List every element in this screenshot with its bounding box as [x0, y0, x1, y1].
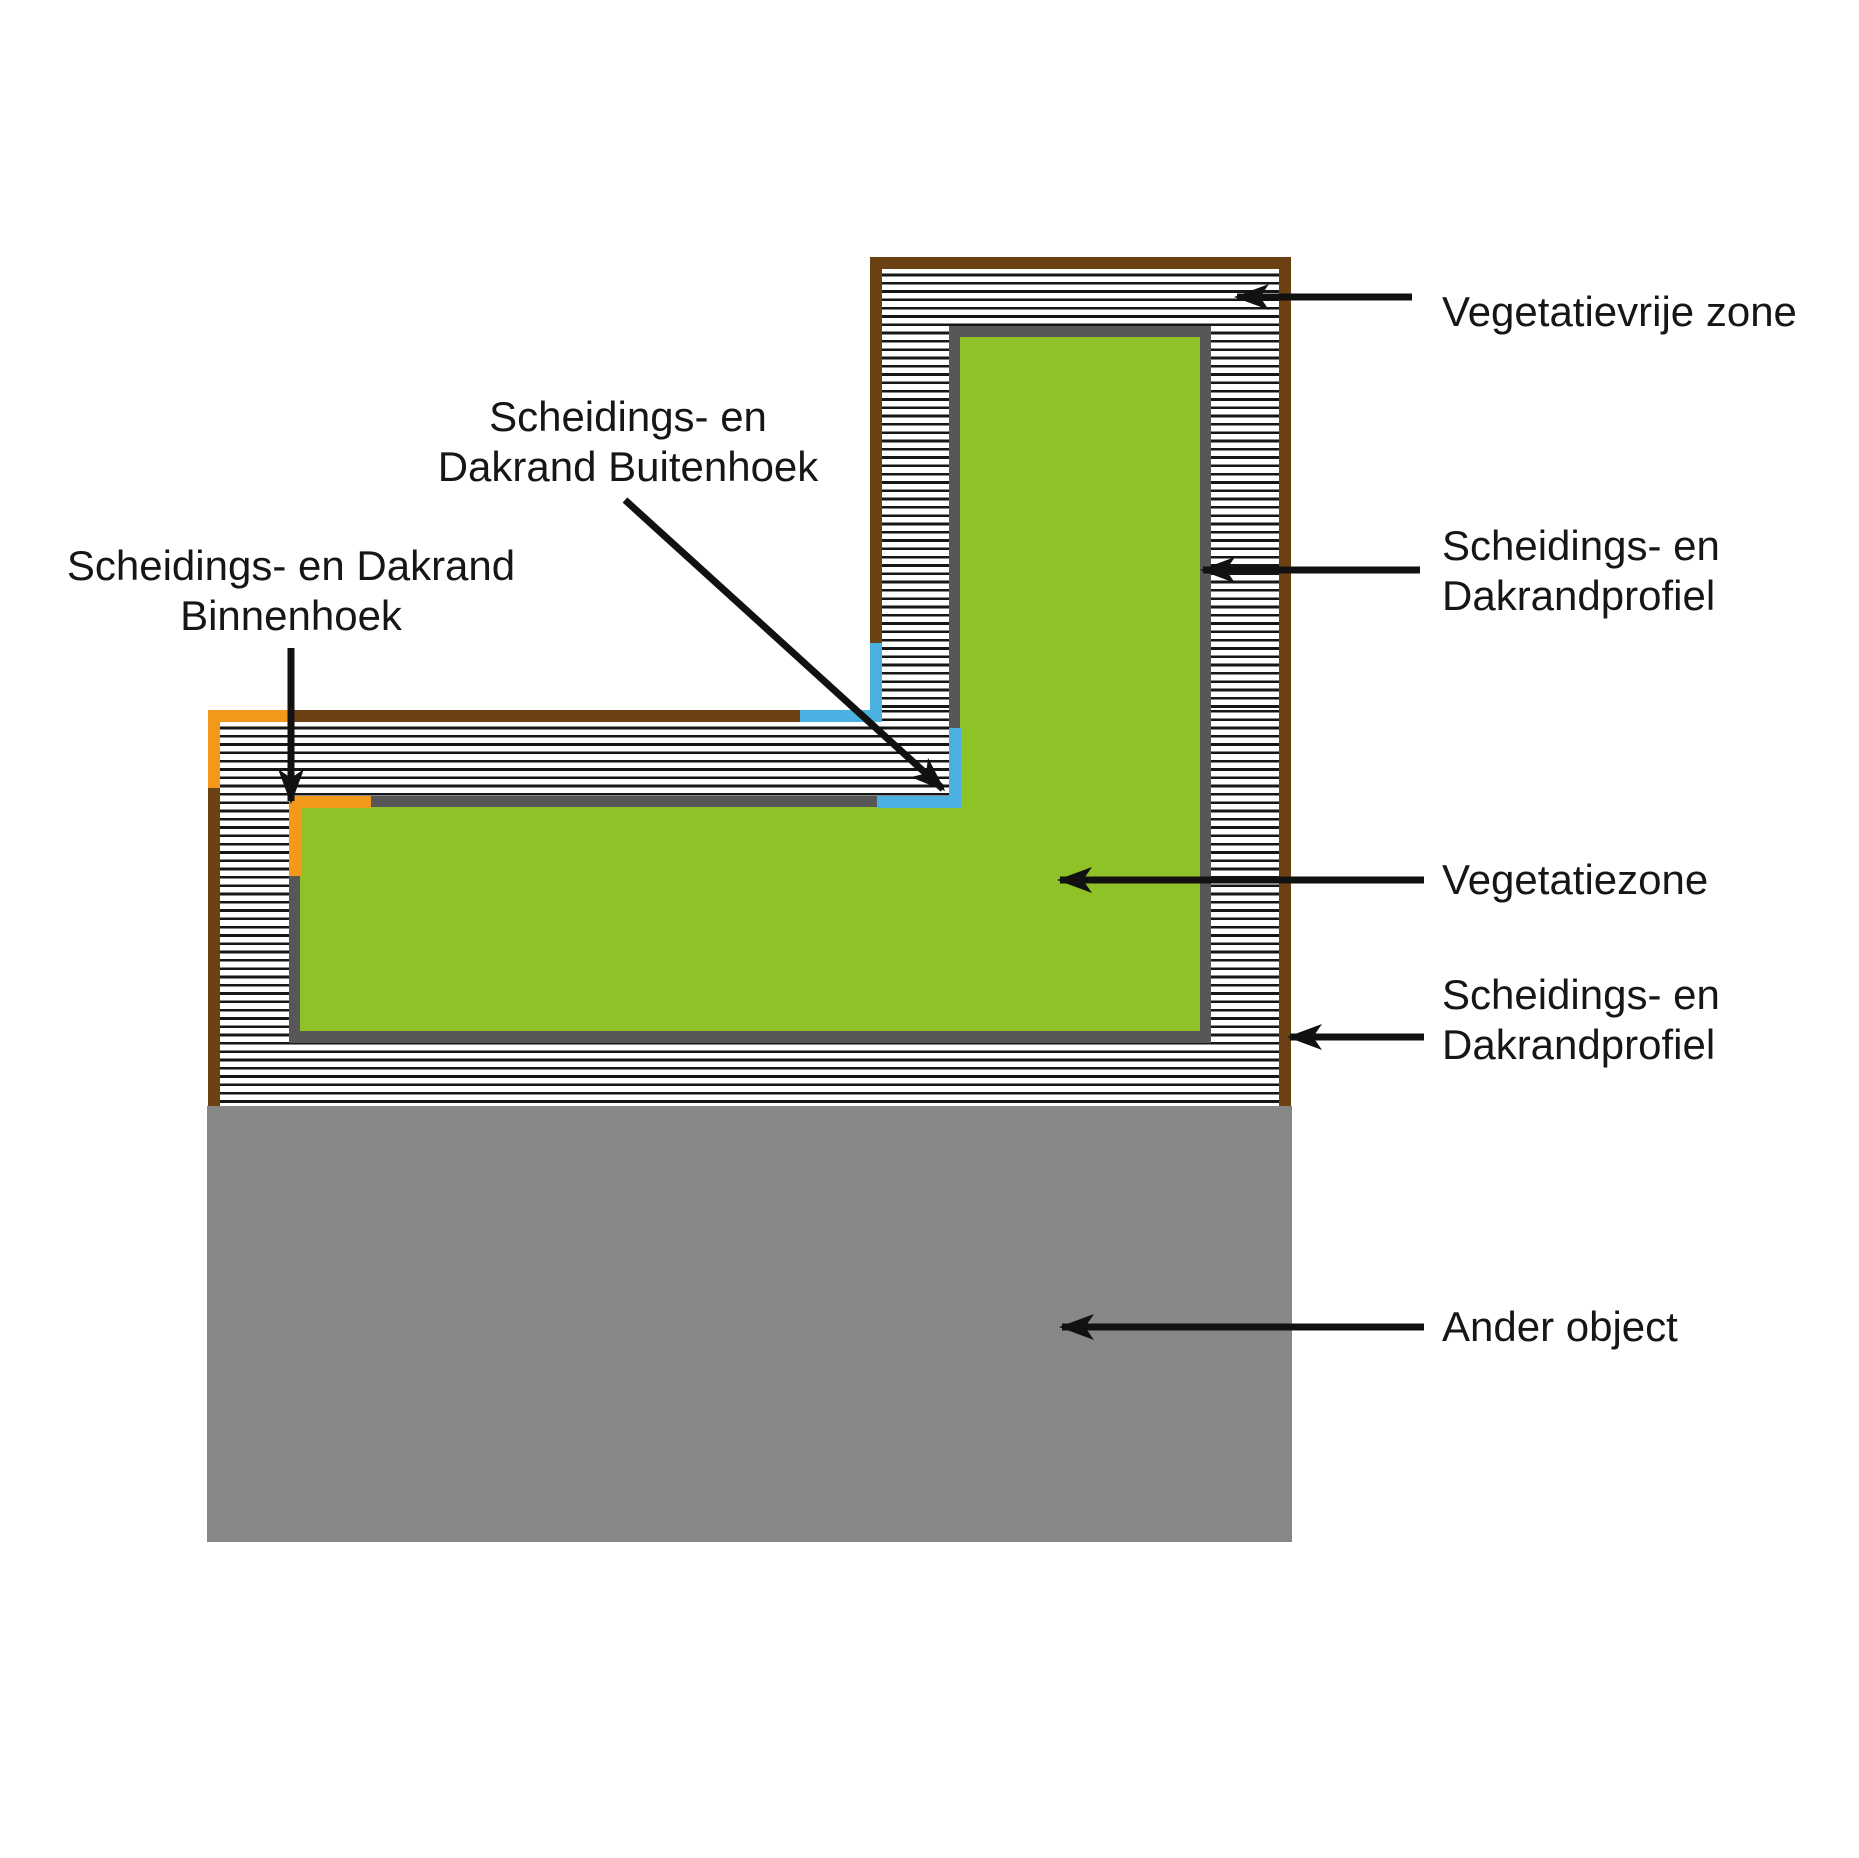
label-binnenhoek-line1: Scheidings- en Dakrand — [66, 542, 516, 589]
roof-edge-outer-corner-blue-horizontal — [800, 710, 882, 722]
label-buitenhoek: Scheidings- en Dakrand Buitenhoek — [438, 392, 819, 492]
label-dakrandprofiel-bottom-line2: Dakrandprofiel — [1442, 1021, 1716, 1068]
label-dakrandprofiel-top-line2: Dakrandprofiel — [1442, 572, 1716, 619]
label-vegetatievrije-zone: Vegetatievrije zone — [1442, 288, 1797, 335]
label-dakrandprofiel-bottom: Scheidings- en Dakrandprofiel — [1442, 970, 1720, 1070]
roof-edge-right — [1279, 257, 1291, 1108]
profile-inner-corner-orange-horizontal — [289, 796, 371, 808]
roof-edge-vertical-bar-left — [870, 257, 882, 643]
vegetation-zone-horizontal — [300, 807, 1200, 1031]
profile-outer-corner-blue-vertical — [949, 728, 961, 808]
profile-inner-corner-orange-vertical — [289, 796, 301, 876]
label-buitenhoek-line1: Scheidings- en — [489, 393, 767, 440]
label-dakrandprofiel-top-line1: Scheidings- en — [1442, 522, 1720, 569]
label-ander-object: Ander object — [1442, 1303, 1678, 1350]
roof-edge-inner-corner-orange-horizontal — [208, 710, 290, 722]
label-dakrandprofiel-bottom-line1: Scheidings- en — [1442, 971, 1720, 1018]
label-binnenhoek-line2: Binnenhoek — [180, 592, 402, 639]
label-buitenhoek-line2: Dakrand Buitenhoek — [437, 443, 819, 490]
roof-edge-horizontal-bar-top — [290, 710, 800, 722]
label-dakrandprofiel-top: Scheidings- en Dakrandprofiel — [1442, 521, 1720, 621]
roof-edge-inner-corner-orange-vertical — [208, 710, 220, 788]
other-object-block — [207, 1106, 1292, 1542]
profile-outer-corner-blue-horizontal — [877, 796, 961, 808]
label-binnenhoek: Scheidings- en Dakrand Binnenhoek — [67, 541, 515, 641]
label-vegetatiezone: Vegetatiezone — [1442, 856, 1709, 903]
roof-edge-horizontal-bar-left — [208, 788, 220, 1108]
roof-edge-top — [870, 257, 1291, 269]
